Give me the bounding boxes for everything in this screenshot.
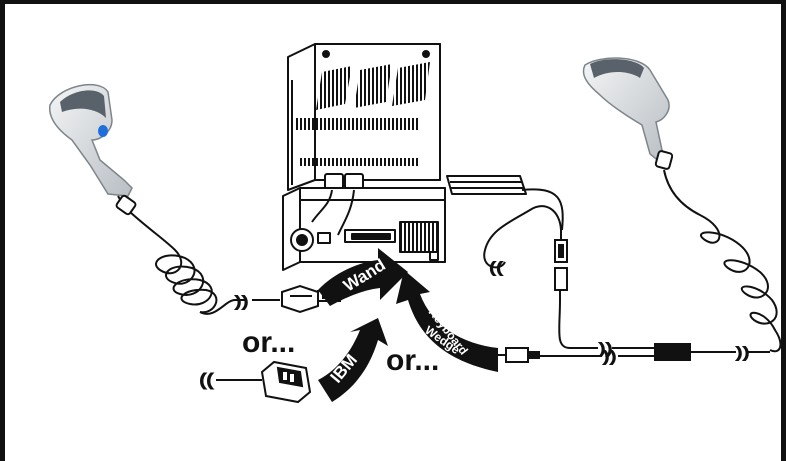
svg-text:(: (: [490, 259, 495, 275]
left-coil-cable: ) ): [129, 211, 280, 315]
svg-text:): ): [600, 340, 605, 356]
svg-text:): ): [611, 348, 616, 364]
wand-arrow: [318, 248, 408, 306]
or-left-label: or...: [242, 326, 295, 359]
svg-text:(: (: [207, 372, 213, 389]
ibm-cable: ( (: [199, 371, 262, 390]
barcode-scanner-icon: [582, 57, 674, 170]
svg-text:): ): [243, 293, 248, 309]
svg-text:): ): [607, 340, 612, 356]
ibm-arrow: [318, 318, 388, 402]
ibm-plug: [260, 360, 312, 404]
or-center-label: or...: [386, 344, 439, 377]
svg-text:): ): [737, 344, 742, 360]
right-coil-cable: ) ): [663, 169, 782, 361]
keyboard-wedge-arrow: [396, 270, 498, 372]
svg-text:): ): [236, 293, 241, 309]
svg-text:): ): [604, 348, 609, 364]
svg-text:(: (: [200, 372, 206, 389]
svg-text:(: (: [497, 259, 502, 275]
svg-text:): ): [744, 344, 749, 360]
barcode-scanner-icon: [49, 83, 137, 216]
desktop-computer-icon: [282, 43, 564, 271]
keyboard-wedge-splitter: ) ) ) ) ( (: [483, 205, 691, 365]
